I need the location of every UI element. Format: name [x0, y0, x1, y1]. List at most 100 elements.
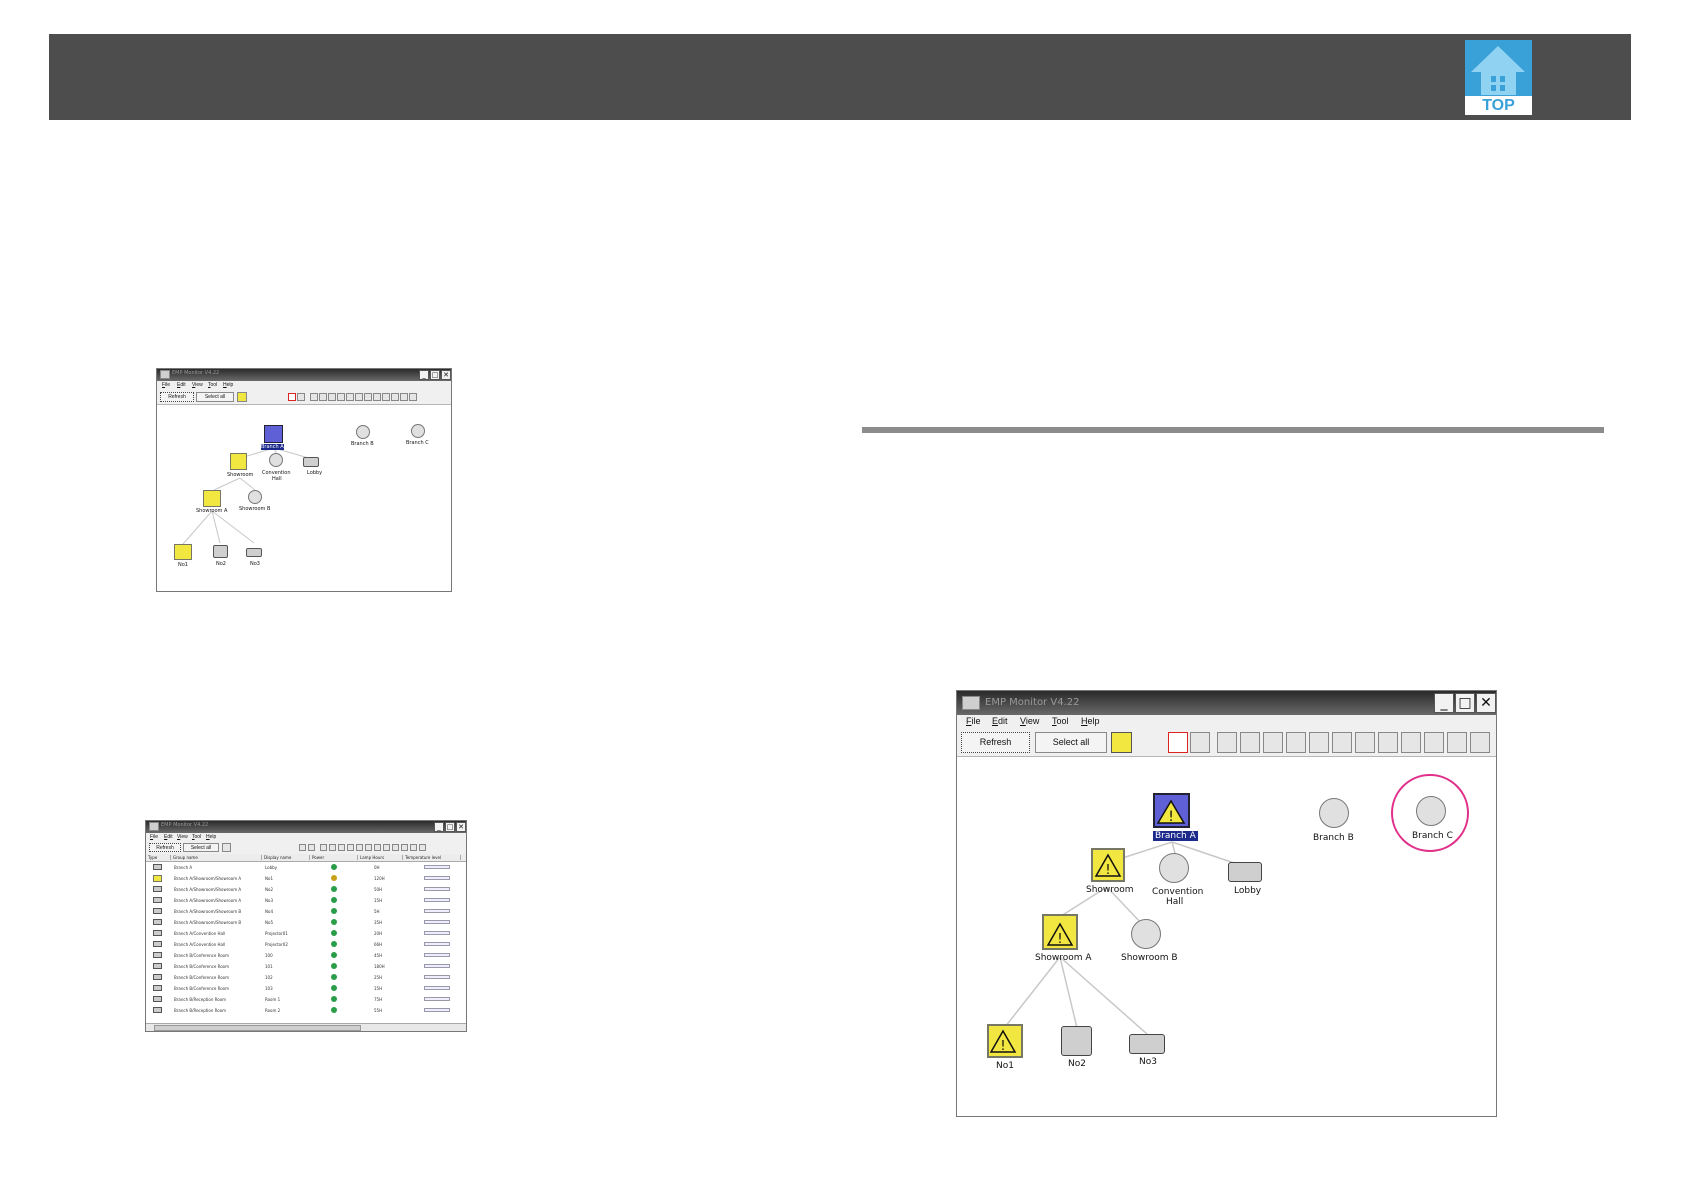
- input-icon[interactable]: [400, 393, 408, 401]
- horizontal-scrollbar[interactable]: [146, 1023, 466, 1031]
- monitor-icon-3[interactable]: [1355, 732, 1375, 753]
- refresh-button[interactable]: Refresh: [149, 843, 181, 852]
- table-row[interactable]: Branch A/Showroom/Showroom B No5 35H: [146, 917, 466, 928]
- menu-view[interactable]: View: [192, 382, 203, 388]
- table-row[interactable]: Branch A/Showroom/Showroom A No1 120H: [146, 873, 466, 884]
- showroom-a-group-icon[interactable]: [203, 490, 221, 507]
- source-computer-icon[interactable]: [1217, 732, 1237, 753]
- lobby-projector-icon[interactable]: [303, 457, 319, 467]
- branch-a-group-icon[interactable]: [264, 425, 283, 443]
- network-icon[interactable]: [401, 844, 408, 851]
- table-row[interactable]: Branch A/Convention Hall Projector02 66H: [146, 939, 466, 950]
- table-row[interactable]: Branch B/Conference Room 100 45H: [146, 950, 466, 961]
- maximize-button[interactable]: □: [445, 822, 455, 832]
- power-off-icon[interactable]: [1190, 732, 1210, 753]
- menu-view[interactable]: View: [1020, 716, 1040, 726]
- menu-edit[interactable]: Edit: [177, 382, 186, 388]
- source-video-icon[interactable]: [319, 393, 327, 401]
- branch-b-group-icon[interactable]: [1319, 798, 1349, 828]
- source-computer-icon[interactable]: [310, 393, 318, 401]
- table-row[interactable]: Branch A/Convention Hall Projector01 20H: [146, 928, 466, 939]
- menu-view[interactable]: View: [177, 834, 188, 840]
- column-type[interactable]: Type: [148, 855, 171, 860]
- branch-b-group-icon[interactable]: [356, 425, 370, 439]
- power-off-icon[interactable]: [297, 393, 305, 401]
- column-power[interactable]: Power: [312, 855, 358, 860]
- showroom-group-icon[interactable]: [230, 453, 247, 470]
- network-icon[interactable]: [1424, 732, 1444, 753]
- av-mute-icon[interactable]: [1286, 732, 1306, 753]
- warning-filter-icon[interactable]: [1111, 732, 1132, 753]
- monitor-icon-1[interactable]: [1309, 732, 1329, 753]
- power-on-icon[interactable]: [299, 844, 306, 851]
- keyboard-icon[interactable]: [383, 844, 390, 851]
- column-display-name[interactable]: Display name: [264, 855, 310, 860]
- column-group-name[interactable]: Group name: [173, 855, 262, 860]
- close-button[interactable]: ✕: [441, 370, 451, 380]
- menu-help[interactable]: Help: [206, 834, 217, 840]
- menu-help[interactable]: Help: [1081, 716, 1100, 726]
- monitor-icon-3[interactable]: [364, 393, 372, 401]
- table-row[interactable]: Branch B/Conference Room 101 180H: [146, 961, 466, 972]
- branch-c-group-icon[interactable]: [1416, 796, 1446, 826]
- menu-file[interactable]: File: [150, 834, 159, 840]
- minimize-button[interactable]: _: [434, 822, 444, 832]
- keyboard-icon[interactable]: [1378, 732, 1398, 753]
- av-mute-icon[interactable]: [347, 844, 354, 851]
- av-mute-icon[interactable]: [337, 393, 345, 401]
- table-row[interactable]: Branch B/Reception Room Room 2 55H: [146, 1005, 466, 1016]
- no1-projector-warning-icon[interactable]: !: [987, 1024, 1023, 1058]
- maximize-button[interactable]: □: [1455, 693, 1475, 713]
- tools-icon[interactable]: [1470, 732, 1490, 753]
- showroom-b-group-icon[interactable]: [1131, 919, 1161, 949]
- select-all-button[interactable]: Select all: [183, 843, 219, 852]
- monitor-icon-2[interactable]: [1332, 732, 1352, 753]
- monitor-icon-1[interactable]: [356, 844, 363, 851]
- no3-projector-icon[interactable]: [246, 548, 262, 557]
- no2-projector-icon[interactable]: [1061, 1026, 1092, 1056]
- warning-filter-icon[interactable]: [237, 392, 247, 402]
- no3-projector-icon[interactable]: [1129, 1034, 1165, 1054]
- branch-a-group-icon[interactable]: !: [1153, 793, 1190, 828]
- top-home-icon[interactable]: TOP: [1465, 40, 1532, 115]
- tools-icon[interactable]: [409, 393, 417, 401]
- power-on-icon[interactable]: [288, 393, 296, 401]
- menu-file[interactable]: File: [966, 716, 981, 726]
- convention-hall-group-icon[interactable]: [1159, 853, 1189, 883]
- table-row[interactable]: Branch B/Conference Room 103 15H: [146, 983, 466, 994]
- source-more-icon[interactable]: [1263, 732, 1283, 753]
- no2-projector-icon[interactable]: [213, 545, 228, 558]
- select-all-button[interactable]: Select all: [1035, 732, 1107, 753]
- maximize-button[interactable]: □: [430, 370, 440, 380]
- showroom-group-icon[interactable]: !: [1091, 848, 1125, 882]
- table-row[interactable]: Branch B/Conference Room 102 25H: [146, 972, 466, 983]
- minimize-button[interactable]: _: [419, 370, 429, 380]
- table-row[interactable]: Branch A/Showroom/Showroom B No4 5H: [146, 906, 466, 917]
- table-row[interactable]: Branch A Lobby 0H: [146, 862, 466, 873]
- monitor-icon-1[interactable]: [346, 393, 354, 401]
- menu-tool[interactable]: Tool: [192, 834, 202, 840]
- monitor-icon-2[interactable]: [365, 844, 372, 851]
- network-icon[interactable]: [391, 393, 399, 401]
- source-video-icon[interactable]: [1240, 732, 1260, 753]
- power-off-icon[interactable]: [308, 844, 315, 851]
- tools-icon[interactable]: [419, 844, 426, 851]
- minimize-button[interactable]: _: [1434, 693, 1454, 713]
- monitor-icon-3[interactable]: [374, 844, 381, 851]
- refresh-button[interactable]: Refresh: [961, 732, 1030, 753]
- close-button[interactable]: ✕: [1476, 693, 1496, 713]
- menu-tool[interactable]: Tool: [1052, 716, 1069, 726]
- menu-edit[interactable]: Edit: [164, 834, 173, 840]
- table-row[interactable]: Branch A/Showroom/Showroom A No2 50H: [146, 884, 466, 895]
- column-lamp-hours[interactable]: Lamp Hours: [360, 855, 403, 860]
- mp-icon[interactable]: [1401, 732, 1421, 753]
- refresh-button[interactable]: Refresh: [160, 392, 194, 402]
- showroom-b-group-icon[interactable]: [248, 490, 262, 504]
- input-icon[interactable]: [410, 844, 417, 851]
- source-video-icon[interactable]: [329, 844, 336, 851]
- scrollbar-thumb[interactable]: [154, 1025, 361, 1031]
- monitor-icon-2[interactable]: [355, 393, 363, 401]
- no1-projector-warning-icon[interactable]: [174, 544, 192, 560]
- branch-c-group-icon[interactable]: [411, 424, 425, 438]
- source-more-icon[interactable]: [328, 393, 336, 401]
